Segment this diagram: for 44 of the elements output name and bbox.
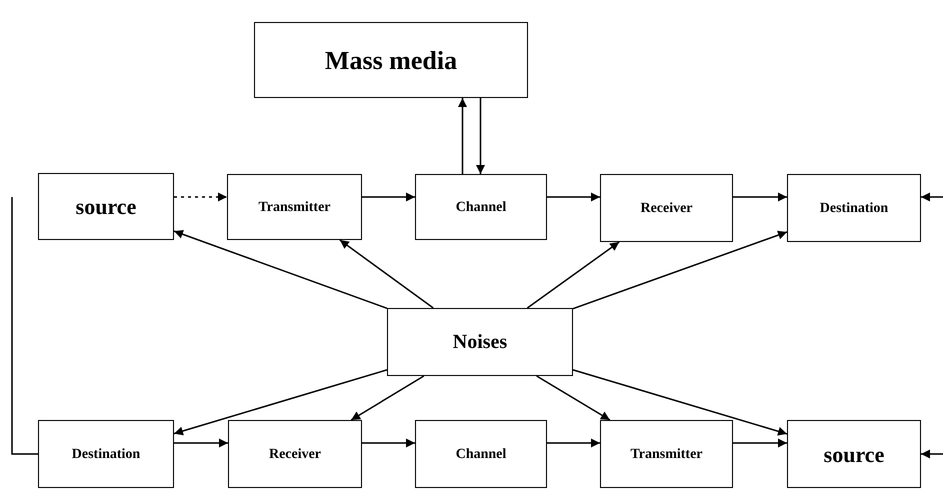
arrow — [536, 375, 610, 421]
arrow — [733, 438, 787, 448]
process-box — [38, 173, 174, 240]
process-box — [600, 174, 733, 242]
arrow — [350, 375, 424, 421]
arrow — [174, 369, 388, 436]
box-label: source — [76, 193, 136, 221]
arrow — [526, 241, 620, 309]
arrow — [572, 230, 788, 310]
arrow — [547, 438, 600, 448]
box-label: Channel — [456, 198, 506, 216]
arrow — [547, 192, 600, 202]
arrow — [174, 192, 227, 202]
arrow — [733, 192, 787, 202]
arrow — [921, 450, 943, 458]
process-box — [254, 22, 528, 98]
box-label: Channel — [456, 446, 506, 464]
process-box — [227, 174, 362, 240]
box-label: Destination — [820, 200, 888, 218]
process-box — [415, 174, 547, 240]
box-label: Transmitter — [630, 446, 703, 464]
box-label: Noises — [452, 330, 508, 355]
arrow — [572, 369, 788, 436]
arrow — [476, 98, 485, 174]
arrow — [339, 239, 434, 309]
arrow — [362, 438, 415, 448]
process-box — [787, 420, 921, 488]
arrow — [458, 98, 467, 174]
box-label: Receiver — [268, 446, 322, 464]
box-label: Transmitter — [258, 198, 331, 216]
process-box — [600, 420, 733, 488]
process-box — [787, 174, 921, 242]
arrow — [174, 230, 388, 310]
process-box — [228, 420, 362, 488]
arrow — [921, 192, 943, 202]
box-label: Destination — [72, 446, 140, 464]
box-label: Receiver — [640, 200, 693, 218]
process-box — [415, 420, 547, 488]
process-box — [38, 420, 174, 488]
arrow — [174, 438, 228, 448]
arrow — [362, 192, 415, 202]
process-box — [387, 308, 573, 376]
box-label: Mass media — [324, 44, 458, 76]
box-label: source — [824, 440, 884, 468]
